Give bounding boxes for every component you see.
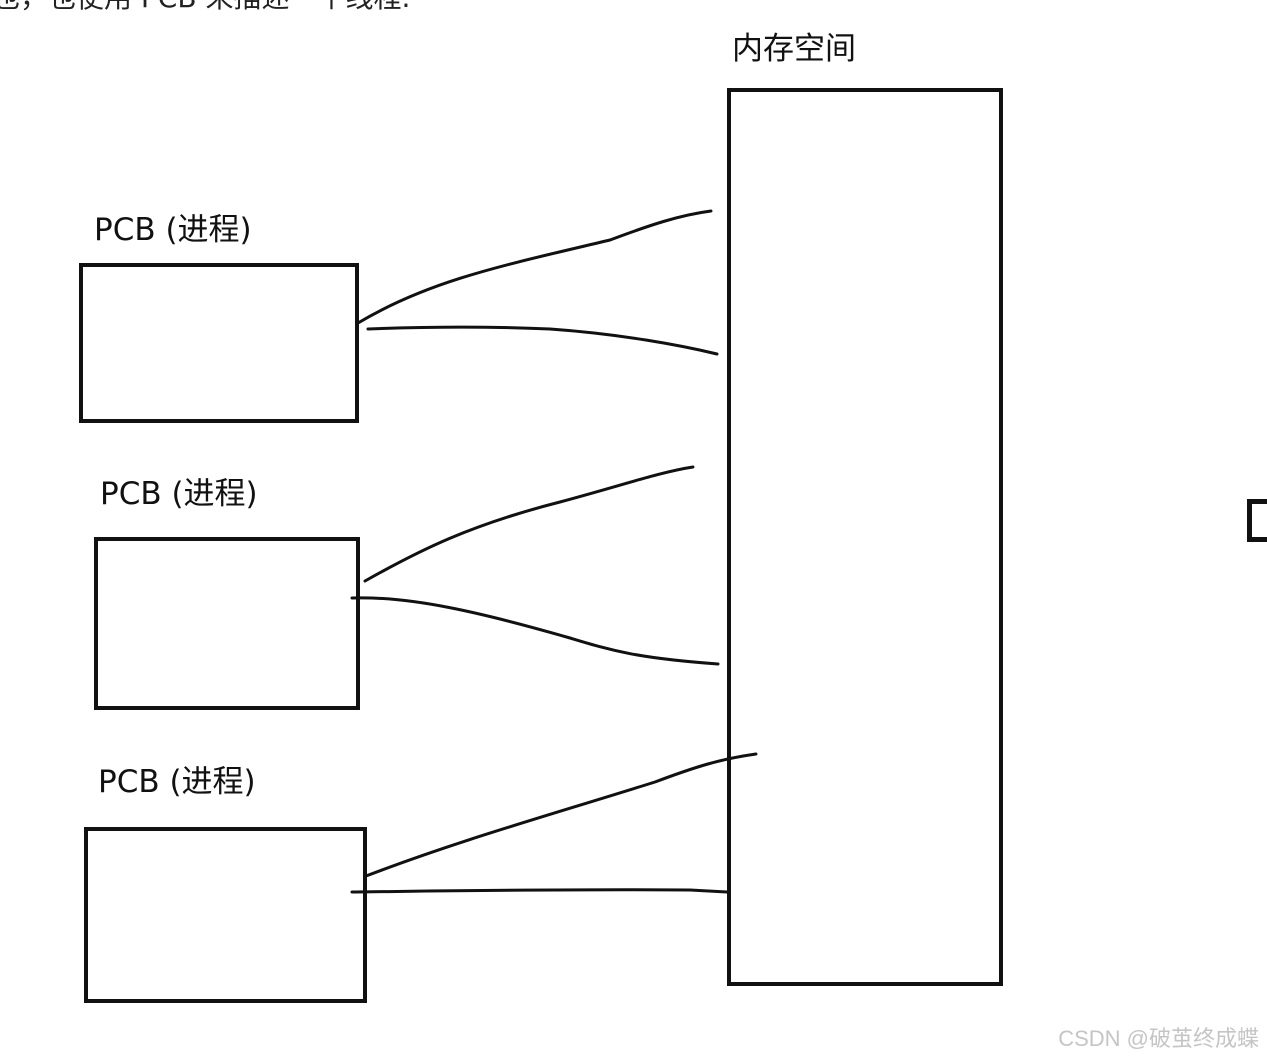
- process-label-3: PCB (进程): [98, 764, 256, 800]
- memory-space-box: [727, 88, 1003, 986]
- process-1-upper-connector: [356, 209, 713, 325]
- memory-space-label: 内存空间: [732, 31, 856, 67]
- intro-text: 也，也使用 PCB 来描述一个线程.: [0, 0, 410, 15]
- process-box-1: [79, 263, 359, 423]
- process-box-3: [84, 827, 367, 1003]
- process-1-lower-connector: [366, 325, 719, 356]
- process-3-upper-connector: [364, 752, 758, 878]
- partial-box-edge: [1247, 499, 1267, 542]
- process-3-lower-connector: [350, 888, 729, 894]
- process-2-upper-connector: [363, 465, 695, 583]
- watermark: CSDN @破茧终成蝶: [1058, 1026, 1259, 1051]
- process-2-lower-connector: [350, 596, 720, 666]
- process-label-2: PCB (进程): [100, 476, 258, 512]
- process-label-1: PCB (进程): [94, 212, 252, 248]
- process-box-2: [94, 537, 360, 710]
